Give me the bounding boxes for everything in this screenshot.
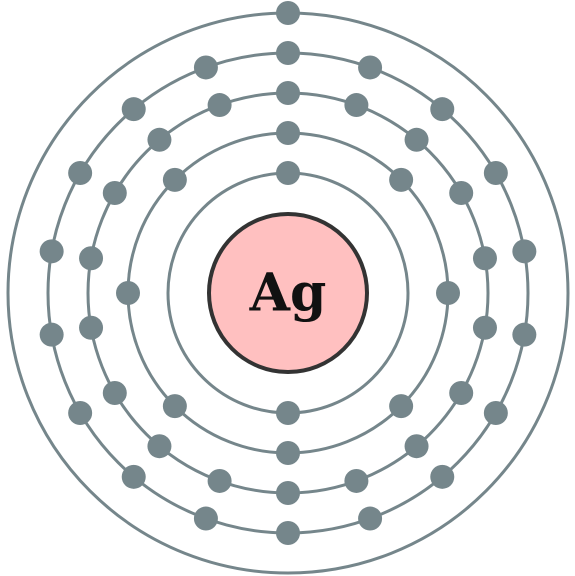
electron-shell-4 — [430, 97, 455, 122]
electron-shell-3 — [79, 315, 104, 340]
electron-shell-2 — [389, 167, 414, 192]
electron-shell-4 — [193, 55, 218, 80]
electron-shell-3 — [102, 381, 127, 405]
electron-shell-4 — [39, 322, 64, 347]
electron-shell-2 — [162, 167, 187, 192]
electron-shell-3 — [147, 127, 172, 152]
electron-shell-4 — [483, 401, 508, 425]
electron-shell-1 — [276, 161, 300, 185]
electron-shell-3 — [276, 81, 300, 105]
electron-shell-2 — [276, 121, 300, 145]
electron-shell-1 — [276, 401, 300, 425]
electron-shell-4 — [512, 322, 537, 347]
electron-shell-3 — [344, 93, 369, 118]
electron-shell-2 — [276, 441, 300, 465]
electron-shell-5 — [276, 1, 300, 25]
electron-shell-3 — [472, 246, 497, 271]
electron-shell-3 — [344, 468, 369, 493]
electron-shell-4 — [430, 464, 455, 489]
electron-shell-3 — [207, 468, 232, 493]
electron-shell-4 — [512, 239, 537, 264]
electron-shell-4 — [121, 97, 146, 122]
electron-shell-3 — [449, 181, 474, 205]
electron-shell-3 — [472, 315, 497, 340]
electron-shell-2 — [389, 394, 414, 419]
electron-shell-3 — [147, 434, 172, 459]
electron-shell-4 — [483, 161, 508, 185]
electron-shell-2 — [436, 281, 460, 305]
electron-shell-2 — [162, 394, 187, 419]
electron-shell-3 — [404, 434, 429, 459]
electron-shell-4 — [68, 401, 93, 425]
electron-shell-4 — [39, 239, 64, 264]
electrons — [39, 1, 537, 545]
electron-shell-4 — [193, 506, 218, 531]
electron-shell-4 — [358, 55, 383, 80]
nucleus — [207, 212, 369, 374]
electron-shell-4 — [276, 41, 300, 65]
electron-shell-4 — [68, 161, 93, 185]
electron-shell-3 — [404, 127, 429, 152]
element-symbol: Ag — [249, 263, 327, 324]
electron-shell-4 — [358, 506, 383, 531]
electron-shell-3 — [79, 246, 104, 271]
electron-shell-3 — [207, 93, 232, 118]
electron-shell-2 — [116, 281, 140, 305]
electron-shell-4 — [276, 521, 300, 545]
electron-shell-3 — [102, 181, 127, 205]
electron-shell-4 — [121, 464, 146, 489]
electron-shell-3 — [276, 481, 300, 505]
electron-shell-3 — [449, 381, 474, 405]
